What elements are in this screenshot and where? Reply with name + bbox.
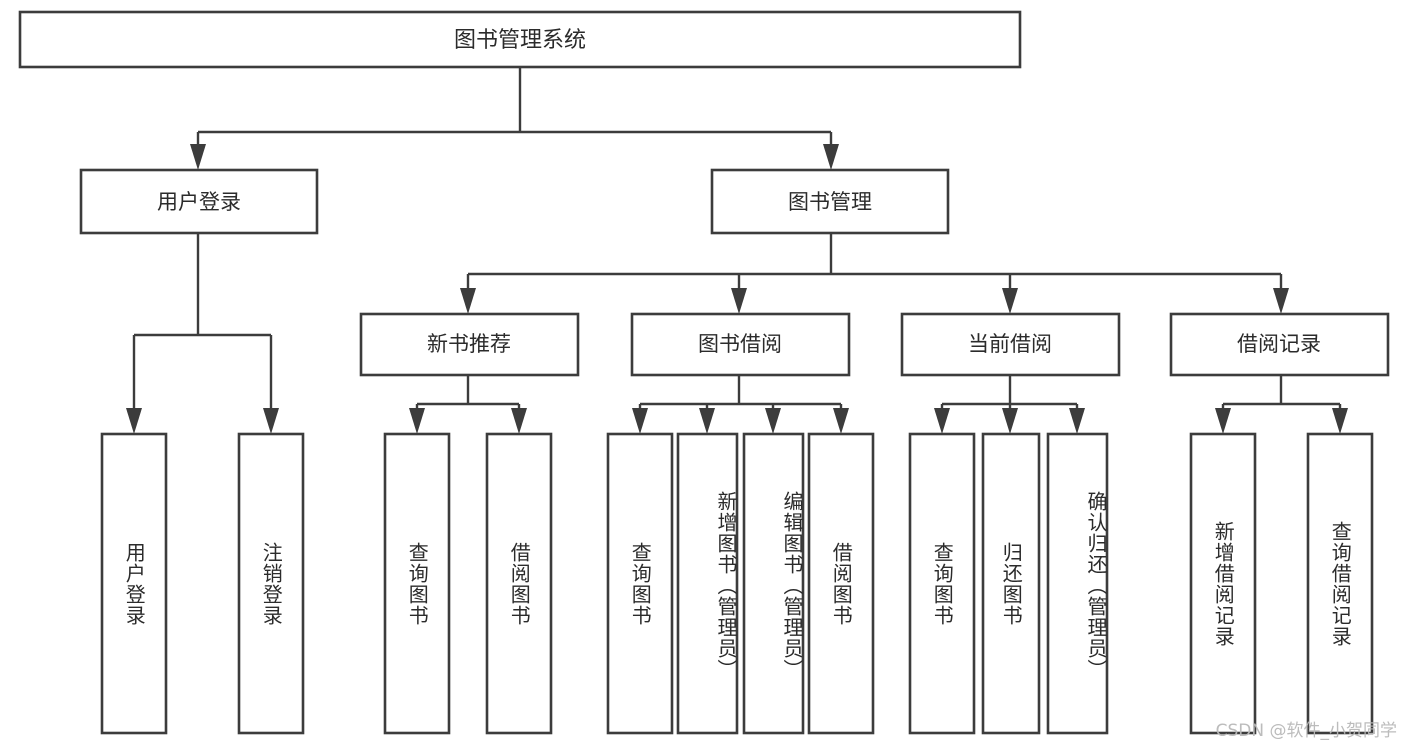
arrow-bookmgmt-to-newbook xyxy=(460,288,476,314)
arrow-borrow-leaf3 xyxy=(765,408,781,434)
leaf-user-login-2[interactable] xyxy=(237,432,305,735)
arrow-borrow-leaf1 xyxy=(632,408,648,434)
arrow-newbook-leaf2 xyxy=(511,408,527,434)
arrow-current-leaf2 xyxy=(1002,408,1018,434)
watermark: CSDN @软件_小贺同学 xyxy=(1215,721,1397,741)
arrow-record-leaf2 xyxy=(1332,408,1348,434)
arrow-root-to-userlogin xyxy=(190,144,206,170)
arrow-root-to-bookmgmt xyxy=(823,144,839,170)
arrow-record-leaf1 xyxy=(1215,408,1231,434)
arrow-newbook-leaf1 xyxy=(409,408,425,434)
leaf-borrow-record-2[interactable] xyxy=(1306,432,1374,735)
leaf-current-borrow-1[interactable] xyxy=(908,432,976,735)
node-new-book-recommend-label: 新书推荐 xyxy=(427,332,511,356)
node-current-borrow-label: 当前借阅 xyxy=(968,332,1052,356)
node-borrow-record[interactable] xyxy=(1169,312,1390,377)
node-user-login-label: 用户登录 xyxy=(157,190,241,214)
arrow-current-leaf3 xyxy=(1069,408,1085,434)
arrow-userlogin-leaf1 xyxy=(126,408,142,434)
arrow-bookmgmt-to-record xyxy=(1273,288,1289,314)
node-root[interactable] xyxy=(18,10,1022,69)
leaf-user-login-1[interactable] xyxy=(100,432,168,735)
leaf-book-borrow-4[interactable] xyxy=(807,432,875,735)
node-borrow-record-label: 借阅记录 xyxy=(1237,332,1321,356)
arrow-bookmgmt-to-borrow xyxy=(731,288,747,314)
node-new-book-recommend[interactable] xyxy=(359,312,580,377)
arrow-borrow-leaf4 xyxy=(833,408,849,434)
arrow-bookmgmt-to-current xyxy=(1002,288,1018,314)
arrow-borrow-leaf2 xyxy=(699,408,715,434)
leaf-book-borrow-1[interactable] xyxy=(606,432,674,735)
arrow-current-leaf1 xyxy=(934,408,950,434)
leaf-book-borrow-3[interactable] xyxy=(742,432,805,735)
leaf-book-borrow-2[interactable] xyxy=(676,432,739,735)
leaf-borrow-record-1[interactable] xyxy=(1189,432,1257,735)
node-user-login[interactable] xyxy=(79,168,319,235)
leaf-new-book-2[interactable] xyxy=(485,432,553,735)
node-current-borrow[interactable] xyxy=(900,312,1121,377)
leaf-new-book-1[interactable] xyxy=(383,432,451,735)
node-book-borrow[interactable] xyxy=(630,312,851,377)
leaf-current-borrow-3[interactable] xyxy=(1046,432,1109,735)
leaf-current-borrow-2[interactable] xyxy=(981,432,1041,735)
node-root-label: 图书管理系统 xyxy=(454,28,586,53)
arrow-userlogin-leaf2 xyxy=(263,408,279,434)
node-book-management-label: 图书管理 xyxy=(788,190,872,214)
node-book-borrow-label: 图书借阅 xyxy=(698,332,782,356)
node-book-management[interactable] xyxy=(710,168,950,235)
